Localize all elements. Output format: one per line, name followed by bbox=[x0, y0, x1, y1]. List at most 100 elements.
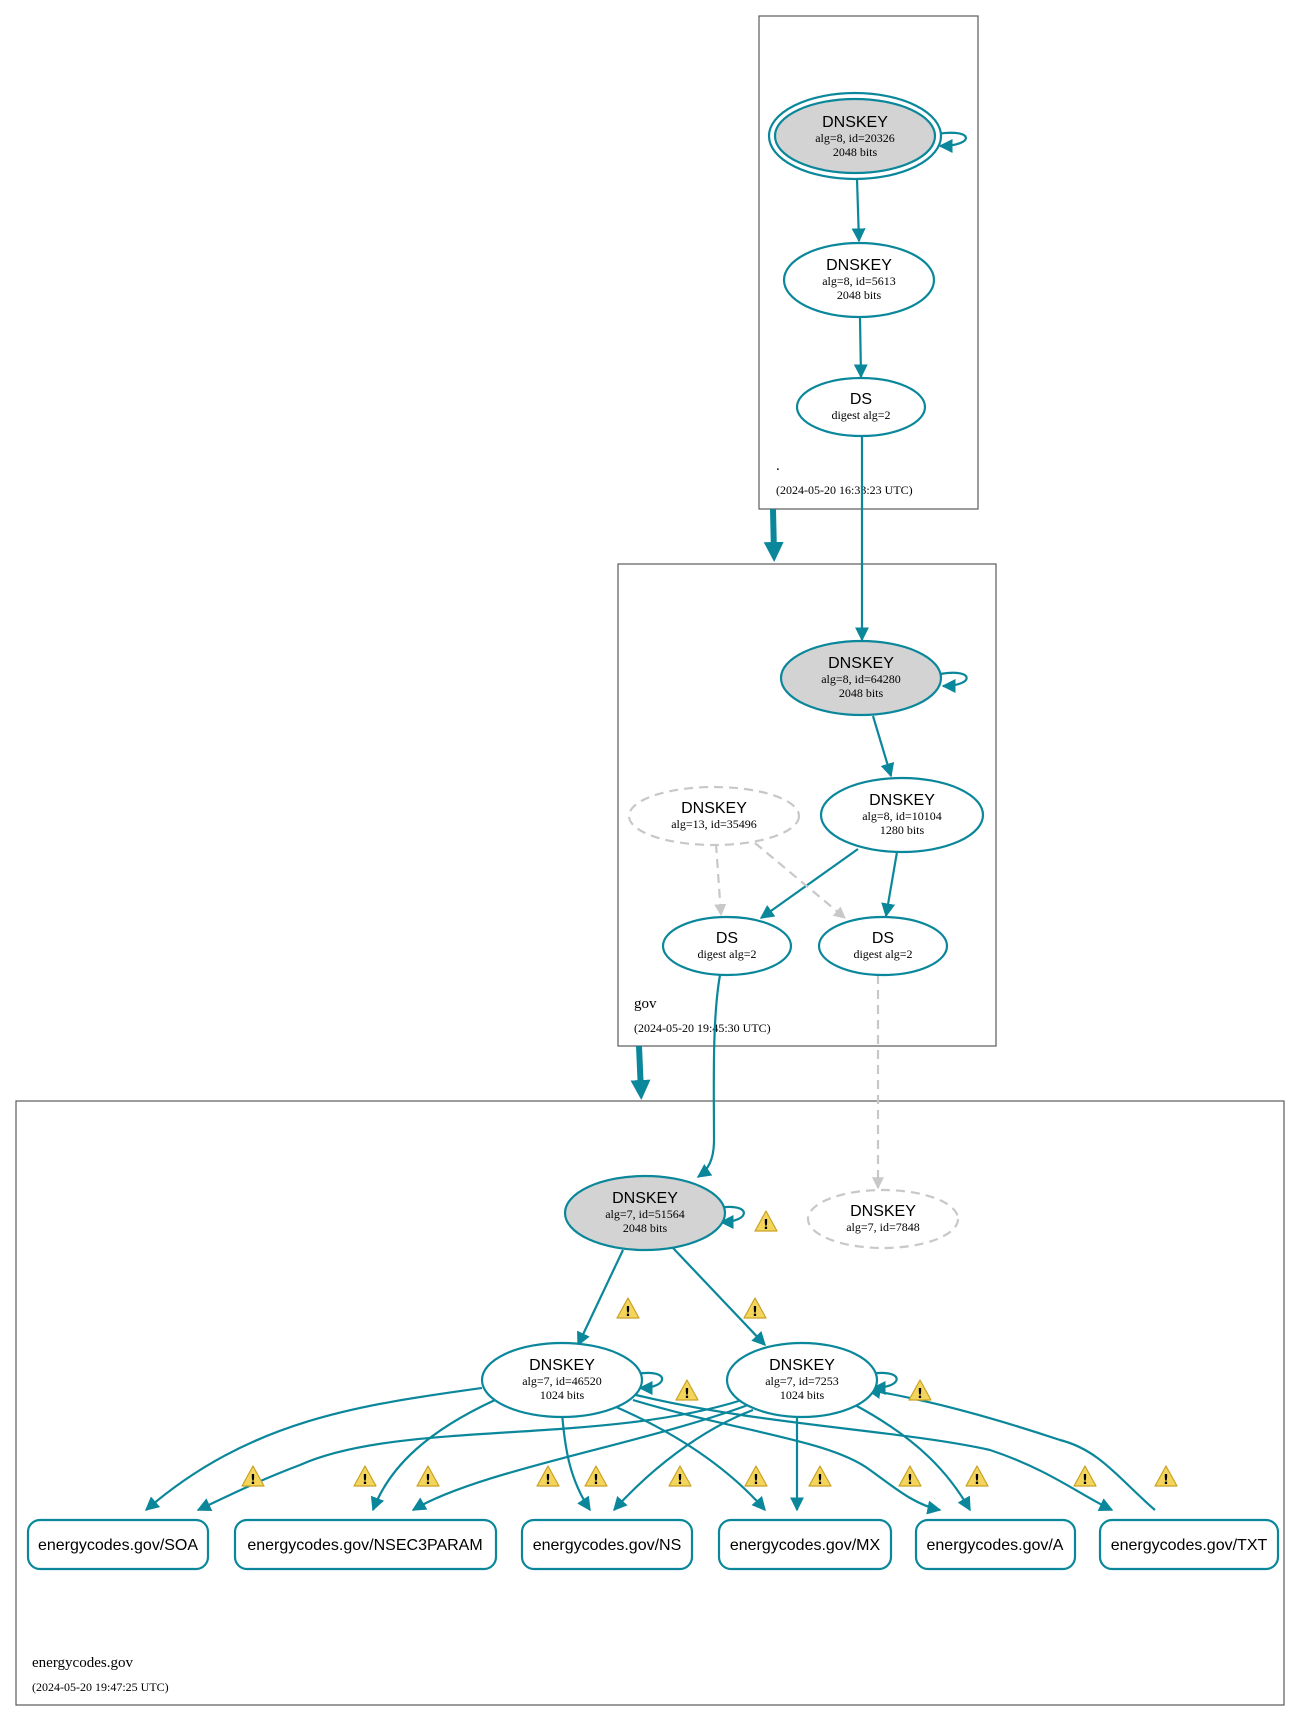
warning-icon[interactable]: ! bbox=[908, 1379, 932, 1402]
edge-gov-ksk-zsk bbox=[871, 715, 895, 778]
node-root-ds-title: DS bbox=[850, 391, 872, 408]
svg-text:!: ! bbox=[817, 1473, 823, 1488]
edge-zsk2-soa bbox=[196, 1398, 743, 1511]
warning-icon[interactable]: ! bbox=[754, 1210, 778, 1233]
warning-icon[interactable]: ! bbox=[1073, 1465, 1097, 1488]
node-root-ds-digest: digest alg=2 bbox=[831, 408, 890, 422]
node-gov-zsk-alg: alg=8, id=10104 bbox=[862, 809, 942, 823]
node-root-ksk-bits: 2048 bits bbox=[833, 145, 878, 159]
rrset-txt-shape bbox=[1098, 1518, 1280, 1571]
zone-gov-border bbox=[617, 563, 997, 1047]
node-gov-ds1[interactable]: DS digest alg=2 bbox=[661, 915, 793, 977]
rrset-a-shape bbox=[914, 1518, 1077, 1571]
delegation-arrow-root-gov bbox=[763, 508, 784, 562]
node-ec-zsk2[interactable]: DNSKEY alg=7, id=7253 1024 bits bbox=[725, 1341, 879, 1419]
warning-icon[interactable]: ! bbox=[241, 1465, 265, 1488]
node-gov-ds2-digest: digest alg=2 bbox=[853, 947, 912, 961]
zone-root-border bbox=[758, 15, 979, 510]
rrset-nsec3param[interactable]: energycodes.gov/NSEC3PARAM bbox=[233, 1518, 498, 1571]
zone-gov: gov (2024-05-20 19:45:30 UTC) bbox=[617, 563, 997, 1047]
edge-zsk1-txt bbox=[635, 1393, 1114, 1511]
svg-text:!: ! bbox=[753, 1473, 759, 1488]
zone-gov-name: gov bbox=[634, 996, 657, 1012]
node-gov-ds1-digest: digest alg=2 bbox=[697, 947, 756, 961]
edge-ec-zsk2-self bbox=[869, 1371, 898, 1395]
warning-icon[interactable]: ! bbox=[743, 1297, 767, 1320]
rrset-nsec3param-shape bbox=[233, 1518, 498, 1571]
node-gov-zsk-shape bbox=[819, 776, 985, 854]
warning-icon[interactable]: ! bbox=[965, 1465, 989, 1488]
edge-gov-ksk-self bbox=[939, 671, 968, 693]
edge-zsk2-nsec3param bbox=[411, 1403, 749, 1511]
svg-text:!: ! bbox=[763, 1218, 769, 1233]
node-gov-key13-alg: alg=13, id=35496 bbox=[671, 817, 757, 831]
node-ec-zsk2-title: DNSKEY bbox=[769, 1357, 835, 1374]
node-ec-zsk1[interactable]: DNSKEY alg=7, id=46520 1024 bits bbox=[480, 1341, 644, 1419]
warning-icon[interactable]: ! bbox=[416, 1465, 440, 1488]
svg-text:!: ! bbox=[974, 1473, 980, 1488]
edge-zsk1-a bbox=[632, 1398, 942, 1515]
edge-ec-ksk-zsk2 bbox=[672, 1247, 766, 1347]
zone-root-name: . bbox=[776, 458, 780, 474]
svg-text:!: ! bbox=[593, 1473, 599, 1488]
node-ec-ksk-title: DNSKEY bbox=[612, 1190, 678, 1207]
warning-icon[interactable]: ! bbox=[808, 1465, 832, 1488]
rrset-ns-label: energycodes.gov/NS bbox=[533, 1537, 682, 1554]
warning-icons: !!!!!!!!!!!!!!!!! bbox=[241, 1210, 1178, 1488]
delegation-arrow-gov-energycodes bbox=[630, 1045, 651, 1100]
warning-icon[interactable]: ! bbox=[536, 1465, 560, 1488]
node-ec-zsk1-shape bbox=[480, 1341, 644, 1419]
warning-icon[interactable]: ! bbox=[898, 1465, 922, 1488]
node-ec-ksk-bits: 2048 bits bbox=[623, 1221, 668, 1235]
svg-text:!: ! bbox=[677, 1473, 683, 1488]
node-gov-key13-title: DNSKEY bbox=[681, 800, 747, 817]
warning-icon[interactable]: ! bbox=[616, 1297, 640, 1320]
zone-root: . (2024-05-20 16:33:23 UTC) bbox=[758, 15, 979, 510]
node-ec-ksk[interactable]: DNSKEY alg=7, id=51564 2048 bits bbox=[563, 1174, 727, 1252]
node-root-zsk-alg: alg=8, id=5613 bbox=[822, 274, 896, 288]
rrset-ns[interactable]: energycodes.gov/NS bbox=[520, 1518, 694, 1571]
edge-zsk1-mx bbox=[615, 1405, 766, 1512]
node-gov-ksk-shape bbox=[779, 639, 943, 717]
rrset-soa[interactable]: energycodes.gov/SOA bbox=[26, 1518, 210, 1571]
warning-icon[interactable]: ! bbox=[675, 1379, 699, 1402]
node-gov-ksk-alg: alg=8, id=64280 bbox=[821, 672, 901, 686]
zone-energycodes-timestamp: (2024-05-20 19:47:25 UTC) bbox=[32, 1680, 169, 1694]
edge-gov-ds1-ec-ksk bbox=[696, 974, 722, 1178]
warning-icon[interactable]: ! bbox=[1154, 1465, 1178, 1488]
node-ec-zsk1-alg: alg=7, id=46520 bbox=[522, 1374, 602, 1388]
node-root-ksk[interactable]: DNSKEY alg=8, id=20326 2048 bits bbox=[767, 91, 943, 181]
edge-gov-zsk-ds1 bbox=[759, 848, 859, 919]
zone-gov-timestamp: (2024-05-20 19:45:30 UTC) bbox=[634, 1021, 771, 1035]
warning-icon[interactable]: ! bbox=[584, 1465, 608, 1488]
node-gov-zsk[interactable]: DNSKEY alg=8, id=10104 1280 bits bbox=[819, 776, 985, 854]
node-root-ksk-alg: alg=8, id=20326 bbox=[815, 131, 895, 145]
edge-root-ksk-zsk bbox=[851, 178, 866, 243]
node-ec-zsk1-title: DNSKEY bbox=[529, 1357, 595, 1374]
svg-text:!: ! bbox=[625, 1305, 631, 1320]
node-root-ds-shape bbox=[795, 376, 927, 438]
node-root-zsk-shape bbox=[782, 241, 936, 319]
node-gov-ksk[interactable]: DNSKEY alg=8, id=64280 2048 bits bbox=[779, 639, 943, 717]
node-gov-key13-shape bbox=[627, 785, 801, 847]
rrset-txt[interactable]: energycodes.gov/TXT bbox=[1098, 1518, 1280, 1571]
node-gov-key13[interactable]: DNSKEY alg=13, id=35496 bbox=[627, 785, 801, 847]
svg-text:!: ! bbox=[545, 1473, 551, 1488]
node-root-ksk-shape bbox=[773, 97, 937, 175]
rrset-a[interactable]: energycodes.gov/A bbox=[914, 1518, 1077, 1571]
node-ec-missing-key[interactable]: DNSKEY alg=7, id=7848 bbox=[806, 1188, 960, 1250]
warning-icon[interactable]: ! bbox=[744, 1465, 768, 1488]
node-ec-zsk2-shape bbox=[725, 1341, 879, 1419]
warning-icon[interactable]: ! bbox=[353, 1465, 377, 1488]
node-gov-ds2-title: DS bbox=[872, 930, 894, 947]
node-gov-ds1-shape bbox=[661, 915, 793, 977]
svg-text:!: ! bbox=[362, 1473, 368, 1488]
rrset-mx[interactable]: energycodes.gov/MX bbox=[717, 1518, 893, 1571]
node-root-zsk-bits: 2048 bits bbox=[837, 288, 882, 302]
node-root-zsk[interactable]: DNSKEY alg=8, id=5613 2048 bits bbox=[782, 241, 936, 319]
node-ec-zsk2-bits: 1024 bits bbox=[780, 1388, 825, 1402]
node-root-ds[interactable]: DS digest alg=2 bbox=[795, 376, 927, 438]
warning-icon[interactable]: ! bbox=[668, 1465, 692, 1488]
node-gov-ds2[interactable]: DS digest alg=2 bbox=[817, 915, 949, 977]
